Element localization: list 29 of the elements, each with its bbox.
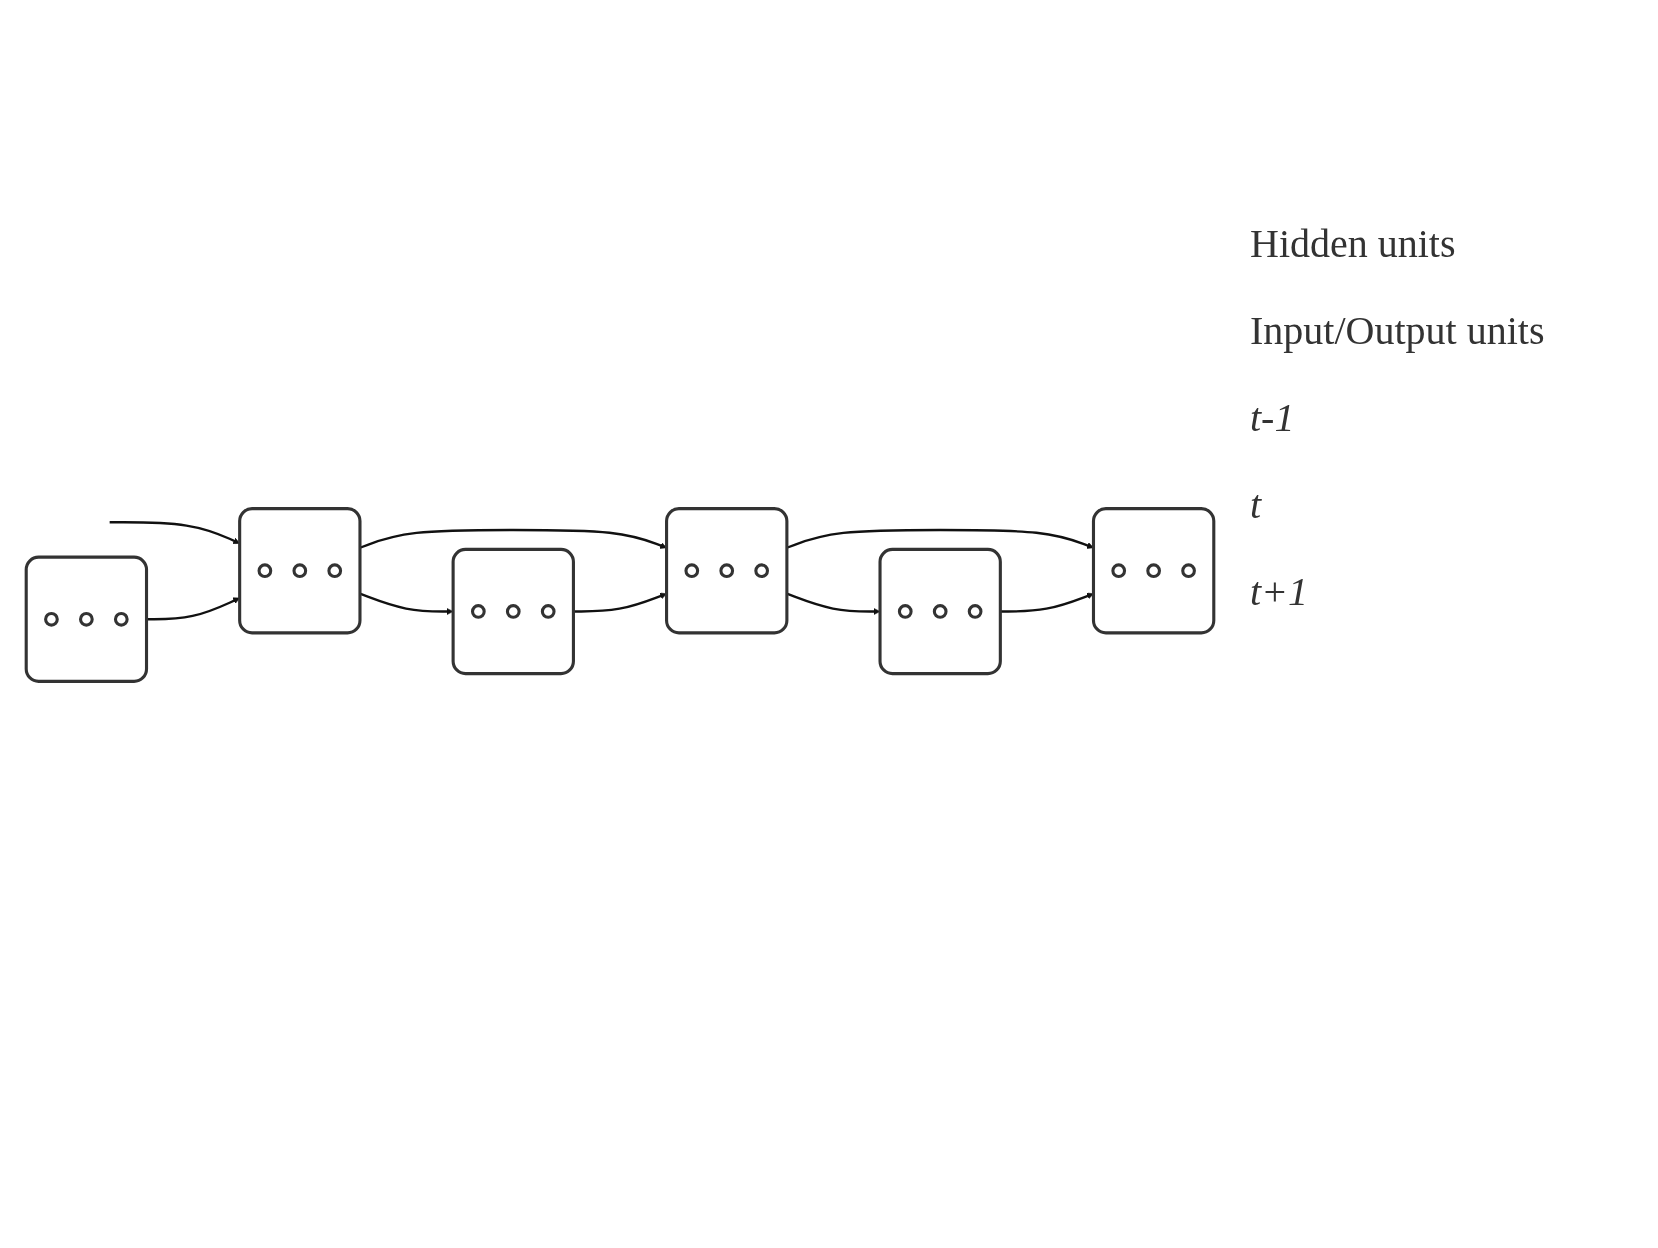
cluster	[24, 555, 149, 683]
node-circle	[719, 563, 735, 579]
cluster	[238, 507, 362, 635]
node-circle	[1181, 563, 1196, 579]
node-circle	[79, 611, 94, 627]
node-circle	[897, 604, 913, 619]
cluster	[878, 547, 1002, 676]
node-circle	[113, 611, 129, 627]
node-circle	[505, 604, 521, 619]
node-circle	[932, 604, 948, 619]
cluster	[1091, 507, 1216, 635]
node-circle	[1146, 563, 1161, 579]
node-circle	[754, 563, 770, 579]
row-label: Hidden units	[1250, 220, 1457, 267]
time-step-label: t-1	[1250, 394, 1296, 441]
node-circle	[470, 604, 486, 619]
node-circle	[684, 563, 700, 579]
node-circle	[967, 604, 983, 619]
node-circle	[257, 563, 273, 579]
time-step-label: t	[1250, 481, 1263, 528]
node-circle	[540, 604, 556, 619]
node-circle	[292, 563, 308, 579]
time-step-label: t+1	[1250, 568, 1310, 615]
row-label: Input/Output units	[1250, 307, 1545, 354]
node-circle	[1111, 563, 1127, 579]
node-circle	[44, 611, 59, 627]
cluster	[665, 507, 789, 635]
cluster	[451, 547, 575, 676]
node-circle	[327, 563, 343, 579]
